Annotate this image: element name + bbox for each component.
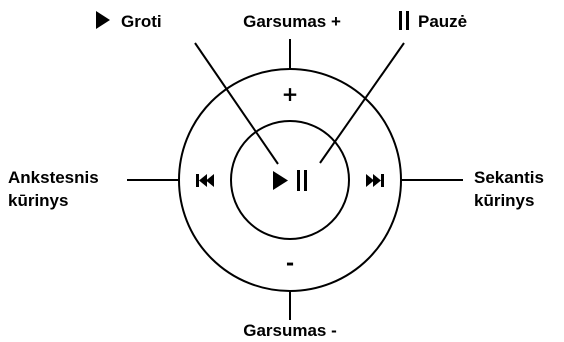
next-track-icon xyxy=(366,174,384,187)
play-label: Groti xyxy=(121,12,162,31)
pause-icon-bar-left xyxy=(399,11,402,30)
volume-up-sign: + xyxy=(282,82,299,106)
play-leader-line xyxy=(194,42,279,165)
next-label-line2: kūrinys xyxy=(474,191,534,210)
volume-up-label: Garsumas + xyxy=(243,12,341,31)
center-pause-bar-right xyxy=(304,170,307,191)
previous-label-line1: Ankstesnis xyxy=(8,168,99,187)
pause-label: Pauzė xyxy=(418,12,467,31)
pause-icon-bar-right xyxy=(406,11,409,30)
volume-down-label: Garsumas - xyxy=(243,321,337,340)
volume-down-sign: - xyxy=(286,251,294,275)
pause-leader-line xyxy=(319,42,405,164)
center-button xyxy=(230,120,350,240)
previous-label-line2: kūrinys xyxy=(8,191,68,210)
next-label-line1: Sekantis xyxy=(474,168,544,187)
previous-track-icon xyxy=(196,174,214,187)
center-pause-bar-left xyxy=(297,170,300,191)
play-icon xyxy=(96,11,110,29)
center-play-icon xyxy=(273,171,288,190)
